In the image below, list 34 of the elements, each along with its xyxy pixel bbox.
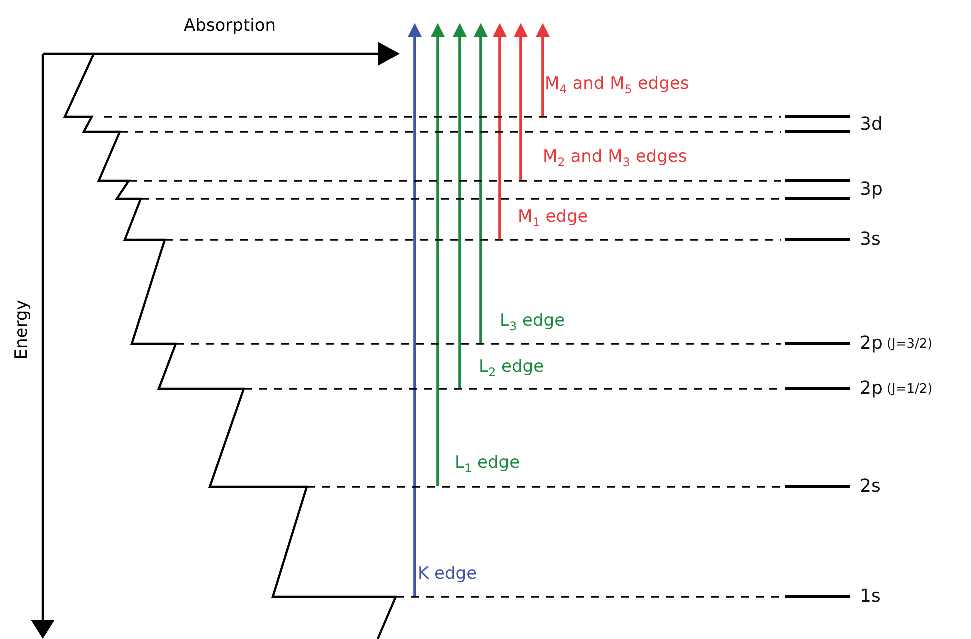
absorption-arrow (514, 23, 528, 180)
axis-label: Energy (12, 300, 32, 360)
energy-level-line (165, 237, 850, 243)
absorption-arrow (431, 23, 445, 486)
absorption-arrow (453, 23, 467, 388)
level-label: 2p (860, 334, 883, 354)
quantum-number-label: (J=3/2) (886, 336, 933, 354)
edge-label: L$_{3}$ edge (500, 311, 566, 336)
absorption-arrow (474, 23, 488, 343)
level-label: 1s (860, 587, 881, 607)
energy-level-line (141, 196, 850, 202)
level-label: 2p (860, 379, 883, 399)
energy-level-line (129, 178, 850, 184)
absorption-arrow (536, 23, 550, 116)
absorption-arrow (408, 23, 422, 596)
energy-level-line (176, 341, 850, 347)
level-label: 3s (860, 230, 881, 250)
absorption-arrow (493, 23, 507, 239)
edge-label: L$_{1}$ edge (455, 453, 520, 478)
energy-level-line (307, 484, 850, 490)
energy-level-line (396, 594, 850, 600)
edge-label: K edge (418, 564, 478, 584)
level-label: 3p (860, 180, 883, 200)
edge-label: M$_{1}$ edge (518, 207, 588, 232)
energy-level-line (244, 386, 850, 392)
edge-label: M$_{2}$ and M$_{3}$ edges (543, 147, 688, 172)
energy-level-line (120, 129, 850, 135)
edge-label: M$_{4}$ and M$_{5}$ edges (545, 74, 690, 98)
energy-level-line (104, 114, 850, 120)
edge-label: L$_{2}$ edge (479, 357, 544, 382)
quantum-number-label: (J=1/2) (886, 381, 933, 399)
axis-label: Absorption (184, 16, 276, 36)
level-label: 2s (860, 477, 881, 497)
level-label: 3d (860, 115, 883, 135)
